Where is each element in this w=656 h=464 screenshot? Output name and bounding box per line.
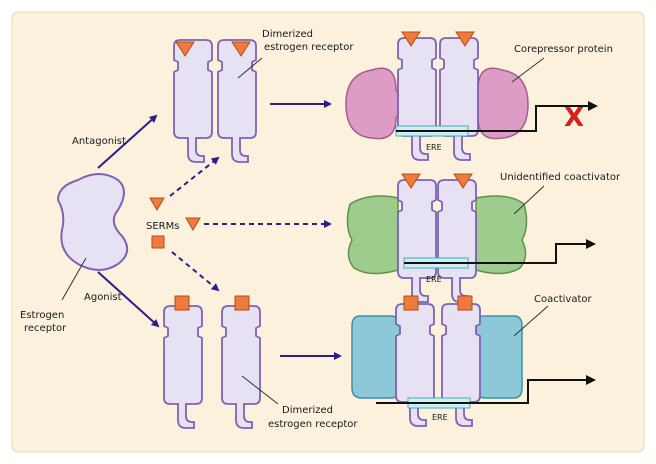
- bottom-dimer-agonist-left-icon: [174, 295, 190, 311]
- corepressor-serm-left-icon: [401, 31, 421, 47]
- serm-triangle-upper-icon: [149, 197, 165, 211]
- dimer-bottom-leader: [241, 375, 279, 405]
- dimer-top-label-line2: estrogen receptor: [264, 42, 354, 53]
- serm-triangle-right-icon: [185, 217, 201, 231]
- serm-to-bottom-dimer-arrow: [171, 251, 220, 292]
- top-dimer-serm-left-icon: [175, 41, 195, 57]
- dimer-top-label-line1: Dimerized: [262, 29, 313, 40]
- serm-to-top-dimer-arrow: [169, 156, 220, 197]
- unidentified-coactivator-label: Unidentified coactivator: [500, 172, 621, 183]
- coactivator-left: [351, 315, 401, 399]
- unidentified-coactivator-complex: [346, 173, 596, 303]
- serms-label: SERMs: [146, 221, 179, 232]
- agonist-label: Agonist: [84, 292, 122, 303]
- antagonist-label: Antagonist: [72, 136, 126, 147]
- corepressor-complex: [345, 31, 598, 161]
- ere-bottom-label: ERE: [432, 413, 448, 422]
- estrogen-receptor-label-line2: receptor: [24, 323, 67, 334]
- blocked-x-icon: X: [564, 103, 584, 133]
- bottom-dimer: [163, 295, 261, 429]
- top-dna-line: [396, 101, 598, 132]
- unidentified-coactivator-leader: [513, 185, 545, 215]
- estrogen-receptor-label-line1: Estrogen: [20, 310, 64, 321]
- corepressor-right-lobe: [469, 67, 529, 140]
- top-dimer: [173, 39, 257, 163]
- agonist-arrow: [97, 271, 160, 328]
- coactivator-agonist-right-icon: [457, 295, 473, 311]
- coactivator-right: [475, 315, 523, 399]
- corepressor-leader: [511, 57, 545, 83]
- unidentified-coactivator-right: [475, 195, 528, 275]
- coactivator-leader: [513, 305, 549, 337]
- top-dimer-serm-right-icon: [231, 41, 251, 57]
- unidentified-serm-right-icon: [453, 173, 473, 189]
- coactivator-agonist-left-icon: [403, 295, 419, 311]
- coactivator-label: Coactivator: [534, 294, 593, 305]
- corepressor-label: Corepressor protein: [514, 44, 613, 55]
- unidentified-coactivator-left: [346, 195, 399, 275]
- dimer-bottom-label-line2: estrogen receptor: [268, 419, 358, 430]
- dimer-top-leader: [237, 57, 263, 79]
- middle-dna-line: [404, 239, 596, 264]
- estrogen-receptor-blob: [56, 173, 129, 271]
- coactivator-complex: [351, 295, 596, 427]
- dimer-bottom-label-line1: Dimerized: [282, 405, 333, 416]
- ere-mid-label: ERE: [426, 275, 442, 284]
- antagonist-arrow: [97, 114, 158, 169]
- serm-square-icon: [151, 235, 165, 249]
- unidentified-serm-left-icon: [401, 173, 421, 189]
- corepressor-serm-right-icon: [455, 31, 475, 47]
- estrogen-receptor-leader: [61, 257, 87, 301]
- bottom-dna-line: [376, 375, 596, 404]
- ere-top-label: ERE: [426, 143, 442, 152]
- bottom-dimer-agonist-right-icon: [234, 295, 250, 311]
- corepressor-left-lobe: [345, 67, 405, 140]
